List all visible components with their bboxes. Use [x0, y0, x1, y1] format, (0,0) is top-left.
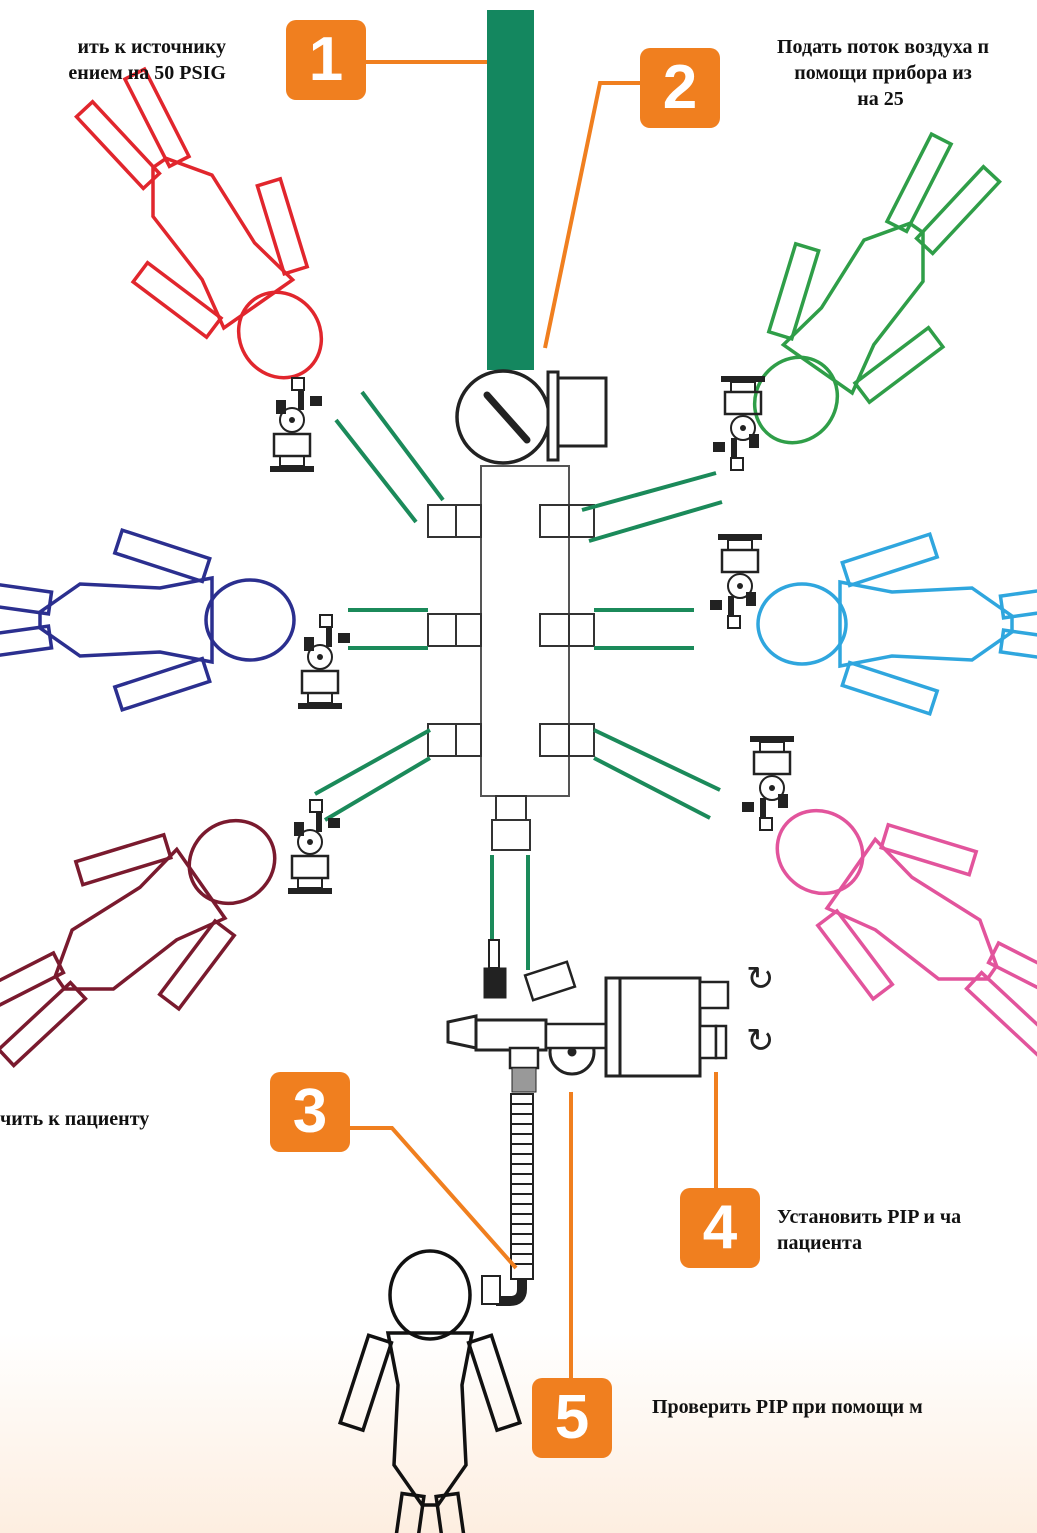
valve-navy	[296, 613, 352, 711]
rotate-arrow-icon: ↻	[746, 1021, 775, 1061]
step-1-text: ить к источнику ением на 50 PSIG	[68, 36, 226, 84]
step-badge-2: 2	[640, 48, 720, 128]
step-5-text: Проверить PIP при помощи м	[652, 1396, 923, 1418]
patient-navy	[0, 528, 296, 712]
patient-tube	[481, 1093, 534, 1306]
step-badge-3: 3	[270, 1072, 350, 1152]
step-3-text: чить к пациенту	[0, 1108, 150, 1130]
t-piece-resuscitator	[446, 939, 730, 1093]
valve-pink	[740, 734, 796, 832]
pressure-gauge	[455, 369, 608, 465]
step-badge-5: 5	[532, 1378, 612, 1458]
tubing	[314, 390, 723, 970]
step-4-text: Установить PIP и ча пациента	[777, 1206, 962, 1254]
step-2-text: Подать поток воздуха п помощи прибора из…	[776, 36, 990, 110]
valve-red	[268, 376, 324, 474]
patient-green	[695, 102, 1037, 490]
rotate-arrow-icon: ↻	[746, 959, 775, 999]
step-badge-1: 1	[286, 20, 366, 100]
bottom-gradient	[0, 1333, 1037, 1533]
patient-lightblue	[756, 532, 1037, 716]
step-badge-4: 4	[680, 1188, 760, 1268]
supply-line	[487, 10, 534, 370]
patient-maroon	[0, 761, 322, 1109]
valve-lightblue	[708, 532, 764, 630]
manifold	[427, 465, 595, 851]
